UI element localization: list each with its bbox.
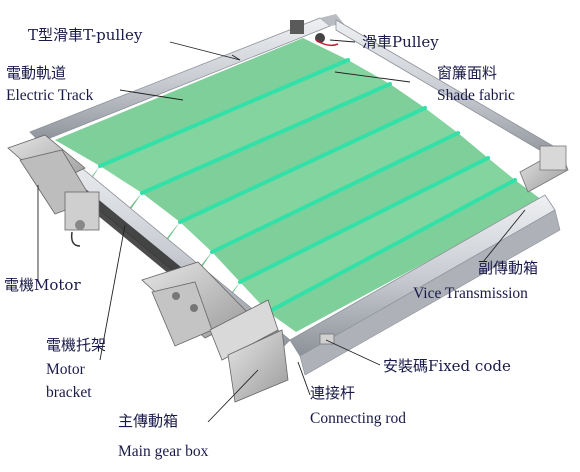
label-main-gear-box-zh: 主傳動箱 [118, 412, 179, 430]
leader-vice-transmission [482, 209, 526, 263]
leader-fixed-code [325, 339, 381, 366]
main-gear-box [227, 329, 289, 403]
label-connecting-rod-en: Connecting rod [310, 410, 406, 427]
pulley-hardware [290, 20, 339, 47]
leader-motor-bracket [99, 224, 126, 361]
label-fixed-code: 安裝碼Fixed code [383, 357, 511, 375]
motor-bracket [64, 191, 100, 231]
leader-pulley [329, 39, 356, 43]
fabric-panel [268, 180, 542, 332]
pulley [315, 33, 325, 43]
fabric-panel [142, 84, 425, 222]
leader-t-pulley-arrow [231, 54, 241, 61]
connecting-rod [98, 58, 350, 168]
label-electric-track-zh: 電動軌道 [6, 64, 67, 82]
leader-shade-fabric [334, 71, 411, 83]
label-motor-bracket-en2: bracket [46, 384, 92, 401]
fixed-code-bracket [319, 333, 335, 345]
connecting-rod [178, 106, 427, 224]
connecting-rod [238, 156, 490, 284]
label-shade-fabric-en: Shade fabric [437, 87, 515, 104]
label-t-pulley: T型滑車T-pulley [28, 26, 143, 44]
fabric-panel [240, 158, 515, 312]
connecting-rods [98, 58, 517, 314]
electric-track-right [335, 19, 569, 193]
label-pulley: 滑車Pulley [362, 33, 439, 51]
fabric-panel [180, 108, 458, 252]
fabric-panel [212, 133, 488, 282]
label-connecting-rod-zh: 連接杆 [310, 384, 356, 402]
t-pulley [290, 20, 304, 34]
connecting-rod [266, 178, 517, 314]
label-main-gear-box-en: Main gear box [118, 443, 209, 460]
leader-electric-track [119, 89, 184, 101]
label-motor: 電機Motor [4, 276, 81, 294]
label-electric-track-en: Electric Track [6, 87, 94, 104]
label-motor-bracket-en1: Motor [46, 361, 85, 378]
leader-main-gear-box [207, 369, 259, 423]
label-motor-bracket-zh: 電機托架 [46, 336, 107, 354]
gear-bracket [209, 299, 279, 361]
connecting-rod [210, 131, 460, 254]
label-vice-transmission-zh: 副傳動箱 [478, 259, 539, 277]
leader-lines [37, 39, 526, 423]
leader-t-pulley [169, 41, 241, 61]
fabric-panel [55, 38, 348, 166]
bracket-bolt [75, 220, 85, 230]
connecting-rod [140, 82, 392, 195]
main-gear-box-assembly [141, 261, 289, 403]
leader-connecting-rod [297, 361, 311, 396]
shade-fabric [55, 38, 542, 332]
label-vice-transmission-en: Vice Transmission [413, 285, 528, 302]
label-shade-fabric-zh: 窗簾面料 [437, 64, 498, 82]
end-cap [539, 145, 567, 171]
fabric-panel [100, 60, 390, 193]
motor-assembly [7, 134, 100, 247]
